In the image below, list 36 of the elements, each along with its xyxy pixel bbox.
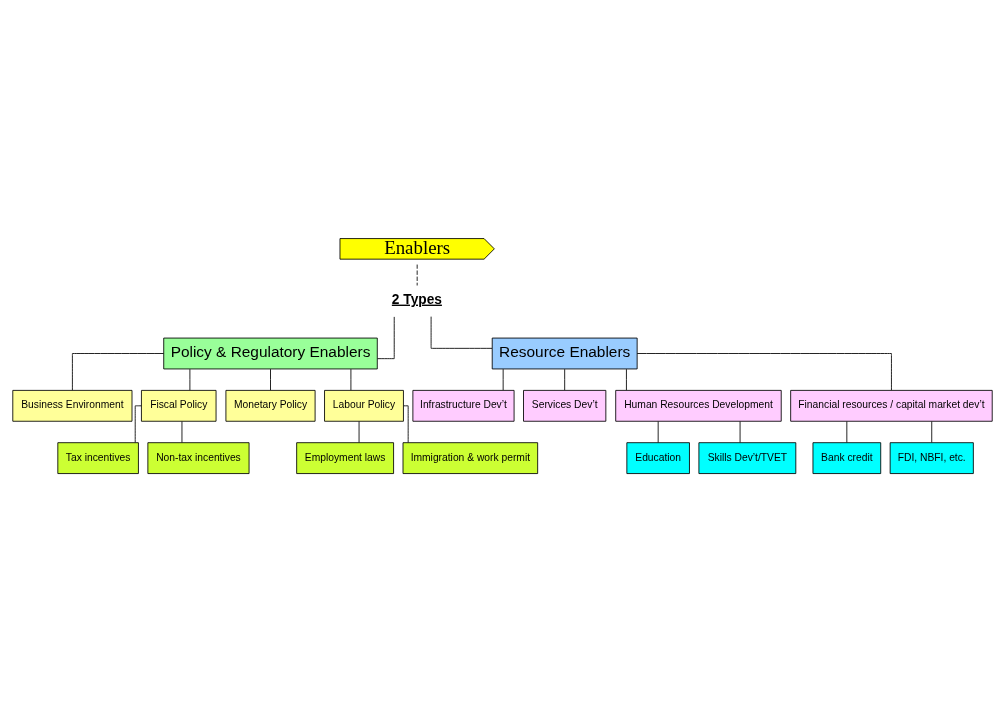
node-box: Education [626,441,690,474]
node-box: Skills Dev’t/TVET [698,441,797,474]
node-box: Labour Policy [324,389,404,422]
connector [358,420,360,443]
connector [564,368,566,391]
node-box: Resource Enablers [491,337,638,369]
connector [134,404,142,443]
connector [626,368,627,391]
connector [181,420,183,443]
connector [657,420,659,443]
connector [739,420,741,443]
node-box: Business Environment [12,389,133,422]
node-box: Monetary Policy [225,389,316,422]
connector [71,352,165,391]
connector [377,315,395,359]
connector [270,368,271,391]
connector [350,368,352,391]
node-box: Fiscal Policy [141,389,217,422]
node-box: Non-tax incentives [147,441,250,474]
connector [846,420,848,443]
node-box: Immigration & work permit [402,441,539,474]
node-box: Human Resources Development [615,389,782,422]
connector [430,315,493,349]
node-box: Bank credit [812,441,882,474]
connector [931,420,933,443]
connector [502,368,504,391]
connector [189,368,191,391]
node-box: Policy & Regulatory Enablers [163,337,378,369]
node-text: 2 Types [391,291,442,307]
node-box: Employment laws [296,441,394,474]
node-box: Infrastructure Dev’t [412,389,515,422]
node-box: Financial resources / capital market dev’t [790,389,993,422]
node-box: Tax incentives [57,441,139,474]
node-box: FDI, NBFI, etc. [889,441,974,474]
node-box: Services Dev’t [523,389,607,422]
connector [636,352,892,391]
